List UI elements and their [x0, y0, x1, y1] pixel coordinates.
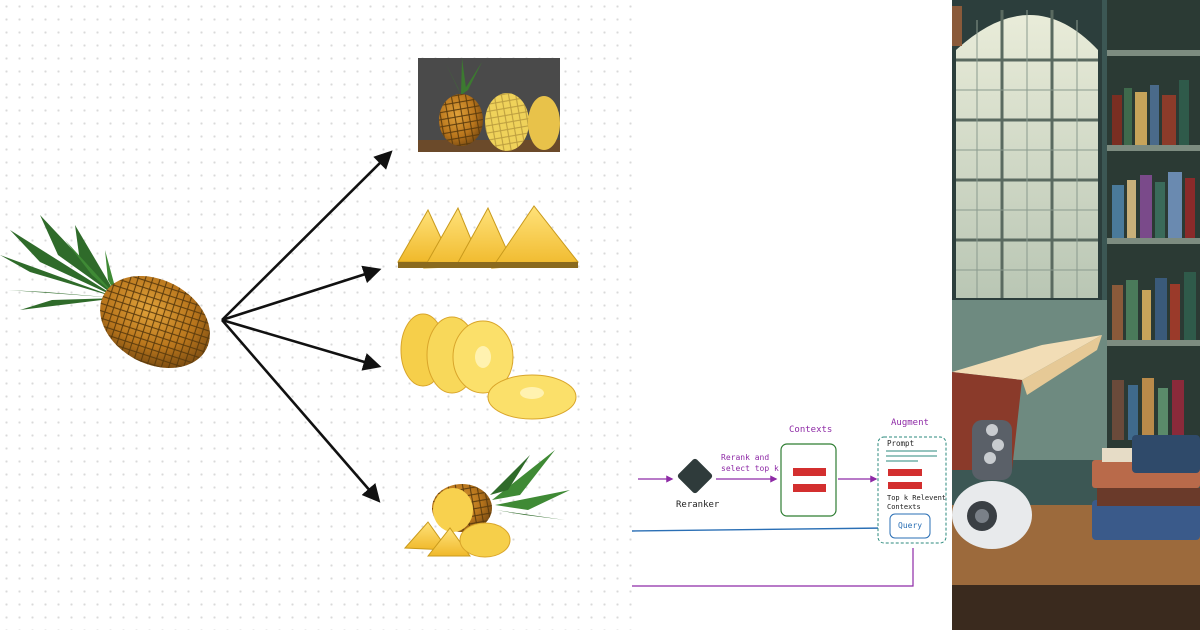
- rerank-step-label: Rerank and select top k: [721, 453, 779, 473]
- rag-diagram-panel: Reranker Rerank and select top k Context…: [632, 0, 952, 630]
- robot: [952, 420, 1032, 549]
- pineapple-photo: [418, 58, 560, 152]
- library-illustration: [952, 0, 1200, 630]
- book-stack: [1092, 435, 1200, 540]
- contexts-title: Contexts: [789, 425, 833, 435]
- reranker-label: Reranker: [676, 500, 720, 510]
- pineapple-rings: [400, 313, 577, 420]
- arrow-to-wedges: [221, 265, 382, 322]
- reranker-icon: [677, 458, 713, 494]
- pineapple-wedges: [397, 205, 579, 269]
- top-k-label: Top k Relevent Contexts: [887, 494, 946, 512]
- pineapple-panel: [0, 0, 632, 630]
- contexts-box: [780, 443, 837, 517]
- fan-out-arrows: [221, 150, 393, 503]
- top-k-label-line1: Top k Relevent: [887, 494, 947, 502]
- query-label: Query: [898, 521, 923, 530]
- library-scene: [952, 0, 1200, 630]
- arrow-to-photo: [221, 150, 393, 321]
- prompt-label: Prompt: [887, 439, 915, 448]
- pineapple-diagram: [0, 58, 579, 558]
- top-k-label-line2: Contexts: [887, 503, 921, 511]
- query-box: [889, 513, 931, 539]
- arched-window: [952, 0, 1102, 300]
- augment-title: Augment: [891, 418, 929, 428]
- whole-pineapple: [0, 215, 210, 369]
- bookshelf: [952, 0, 1200, 460]
- arrow-to-rings: [221, 318, 382, 371]
- pineapple-with-crown: [403, 450, 570, 558]
- arrow-to-crown-pineapple: [221, 319, 381, 503]
- rag-flow-lines: [632, 436, 947, 587]
